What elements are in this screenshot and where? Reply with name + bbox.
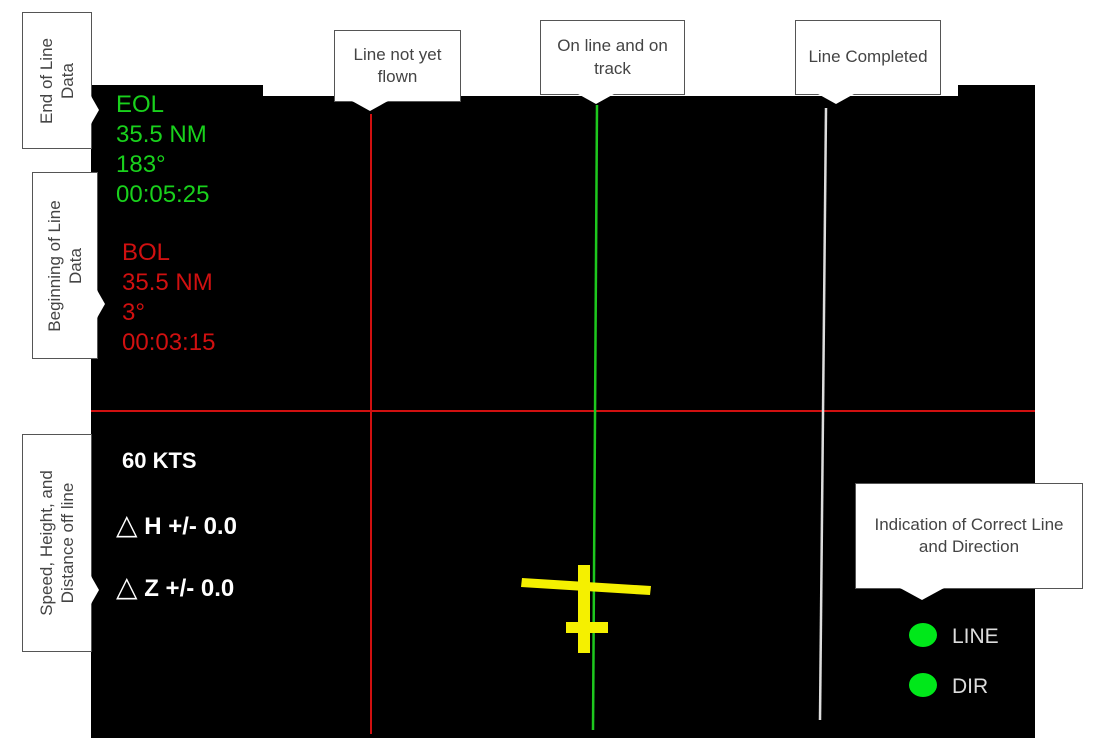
delta-icon: △ bbox=[116, 571, 138, 602]
display-panel bbox=[91, 96, 1035, 738]
line-on-track-green bbox=[591, 104, 599, 731]
aircraft-icon bbox=[521, 565, 651, 653]
dir-indicator-light bbox=[909, 673, 937, 697]
eol-distance: 35.5 NM bbox=[116, 121, 207, 148]
eol-title: EOL bbox=[116, 91, 165, 118]
callout-text: End of Line Data bbox=[36, 37, 77, 124]
callout-on-line: On line and on track bbox=[540, 20, 685, 95]
callout-pointer bbox=[91, 576, 99, 604]
speed-readout: 60 KTS bbox=[122, 448, 197, 473]
bol-data: BOL 35.5 NM 3° 00:03:15 bbox=[122, 238, 215, 358]
eol-data: EOL 35.5 NM 183° 00:05:25 bbox=[116, 90, 209, 210]
callout-pointer bbox=[900, 588, 944, 600]
display-panel-top-right bbox=[958, 85, 1035, 105]
callout-line-not-flown: Line not yet flown bbox=[334, 30, 461, 102]
callout-pointer bbox=[578, 94, 614, 104]
callout-text: Beginning of Line Data bbox=[44, 199, 85, 332]
callout-beginning-of-line: Beginning of Line Data bbox=[32, 172, 98, 359]
callout-pointer bbox=[97, 290, 105, 318]
bol-distance: 35.5 NM bbox=[122, 269, 213, 296]
crosshair-horizontal-red bbox=[91, 410, 1035, 412]
callout-text: On line and on track bbox=[557, 36, 668, 78]
line-indicator-light bbox=[909, 623, 937, 647]
delta-h-value: H +/- 0.0 bbox=[144, 513, 237, 540]
delta-icon: △ bbox=[116, 509, 138, 540]
display-panel-top-left bbox=[91, 85, 263, 105]
bol-heading: 3° bbox=[122, 299, 145, 326]
eol-heading: 183° bbox=[116, 151, 166, 178]
line-indicator-label: LINE bbox=[952, 625, 999, 648]
line-completed-white bbox=[818, 107, 828, 721]
callout-speed-height: Speed, Height, and Distance off line bbox=[22, 434, 92, 652]
callout-end-of-line: End of Line Data bbox=[22, 12, 92, 149]
callout-pointer bbox=[352, 101, 388, 111]
delta-z-readout: △ Z +/- 0.0 bbox=[116, 570, 234, 603]
callout-pointer bbox=[91, 96, 99, 124]
callout-text: Indication of Correct Line and Direction bbox=[874, 514, 1064, 556]
eol-time: 00:05:25 bbox=[116, 181, 210, 208]
callout-pointer bbox=[818, 94, 854, 104]
dir-indicator-label: DIR bbox=[952, 675, 989, 698]
bol-time: 00:03:15 bbox=[122, 329, 216, 356]
delta-z-value: Z +/- 0.0 bbox=[144, 575, 235, 602]
line-not-flown-red bbox=[370, 114, 372, 734]
callout-indication: Indication of Correct Line and Direction bbox=[855, 483, 1083, 589]
callout-text: Line not yet flown bbox=[353, 44, 442, 86]
delta-h-readout: △ H +/- 0.0 bbox=[116, 508, 237, 541]
callout-line-completed: Line Completed bbox=[795, 20, 941, 95]
callout-text: Line Completed bbox=[808, 47, 928, 67]
callout-text: Speed, Height, and Distance off line bbox=[36, 470, 77, 616]
bol-title: BOL bbox=[122, 239, 171, 266]
